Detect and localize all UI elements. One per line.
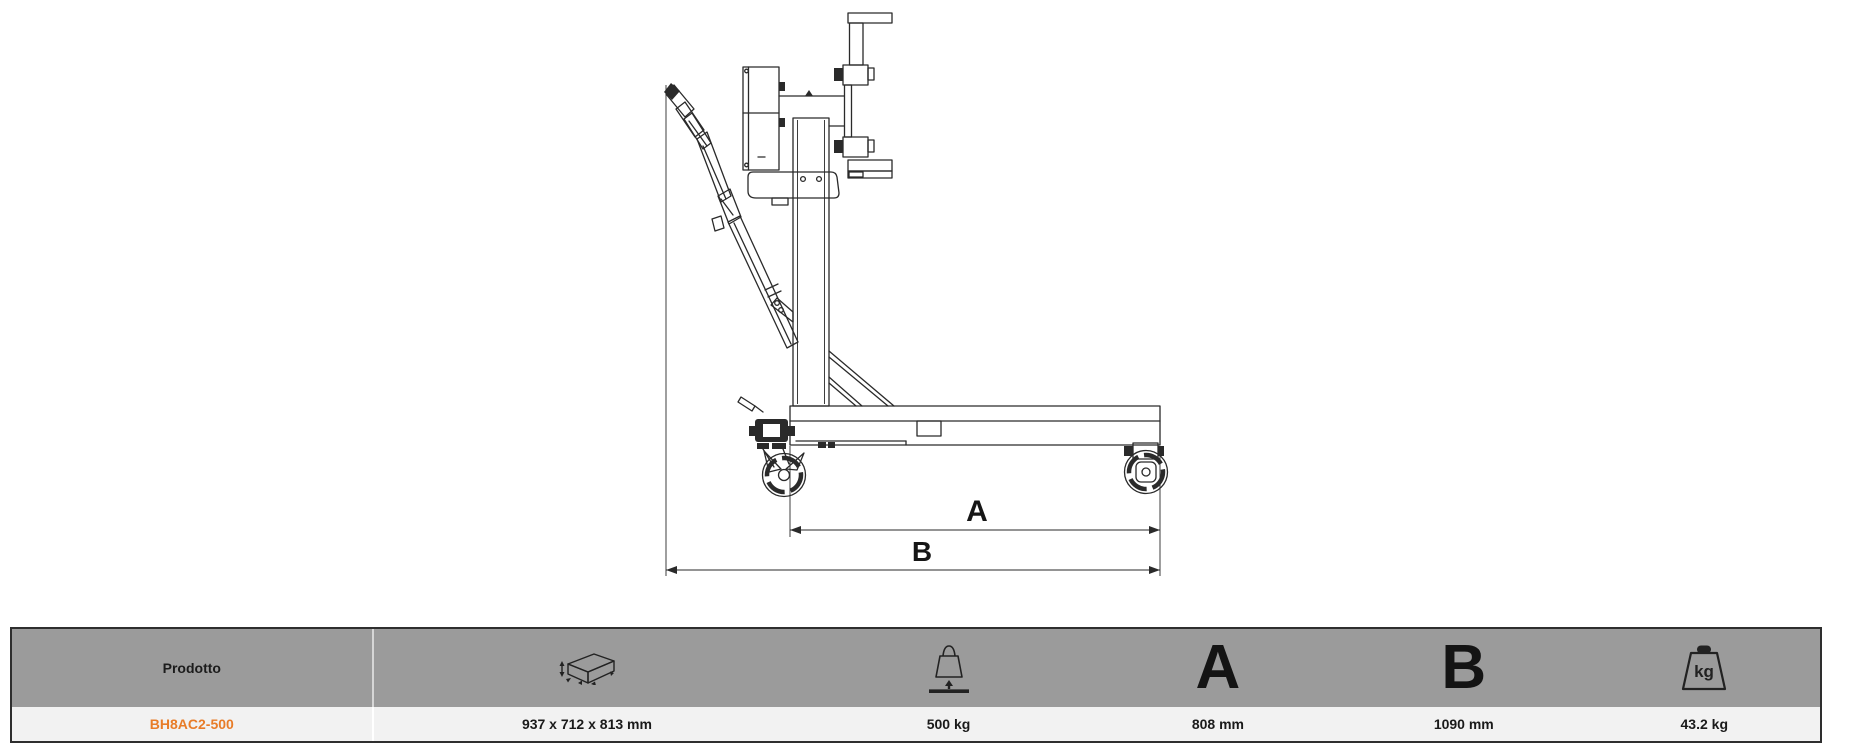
dim-a-value: 808 mm — [1191, 716, 1244, 732]
cell-capacity: 500 kg — [800, 707, 1097, 741]
cell-package-dimensions: 937 x 712 x 813 mm — [374, 707, 801, 741]
dimension-lines: A B — [665, 85, 1161, 576]
kg-weight-icon: kg — [1682, 645, 1727, 691]
header-product: Prodotto — [12, 629, 374, 707]
cell-dim-b: 1090 mm — [1339, 707, 1589, 741]
mounting-head — [834, 12, 893, 179]
dim-a-header-letter: A — [1195, 633, 1241, 702]
mast-column — [792, 117, 830, 407]
package-dimensions-icon — [559, 653, 615, 685]
spec-table-row: BH8AC2-500 937 x 712 x 813 mm 500 kg 808… — [12, 707, 1820, 741]
package-dimensions-value: 937 x 712 x 813 mm — [521, 716, 652, 732]
load-capacity-icon — [928, 645, 969, 693]
dim-b-value: 1090 mm — [1433, 716, 1494, 732]
rear-caster-wheel — [1123, 442, 1169, 495]
cell-dim-a: 808 mm — [1097, 707, 1339, 741]
header-dim-b: B — [1339, 629, 1589, 707]
cell-product-code: BH8AC2-500 — [12, 707, 374, 741]
header-dim-a: A — [1097, 629, 1339, 707]
front-caster-wheel — [749, 419, 835, 498]
base-frame — [789, 350, 1161, 446]
capacity-value: 500 kg — [926, 716, 971, 732]
product-column-label: Prodotto — [162, 660, 221, 676]
spec-table-header: Prodotto — [12, 629, 1820, 707]
spec-table: Prodotto — [10, 627, 1822, 743]
kg-icon-label: kg — [1694, 662, 1714, 681]
support-arm — [778, 90, 845, 127]
gearbox-housing — [742, 66, 785, 171]
header-weight: kg — [1589, 629, 1820, 707]
dimension-label-b: B — [912, 536, 932, 567]
cell-weight: 43.2 kg — [1589, 707, 1820, 741]
header-package-dimensions — [374, 629, 801, 707]
dimension-label-a: A — [966, 495, 988, 528]
dim-b-header-letter: B — [1441, 633, 1487, 702]
product-code-link[interactable]: BH8AC2-500 — [149, 716, 234, 732]
header-capacity — [800, 629, 1097, 707]
handle-assembly — [664, 83, 799, 413]
saddle-collar — [747, 171, 840, 206]
weight-value: 43.2 kg — [1680, 716, 1728, 732]
